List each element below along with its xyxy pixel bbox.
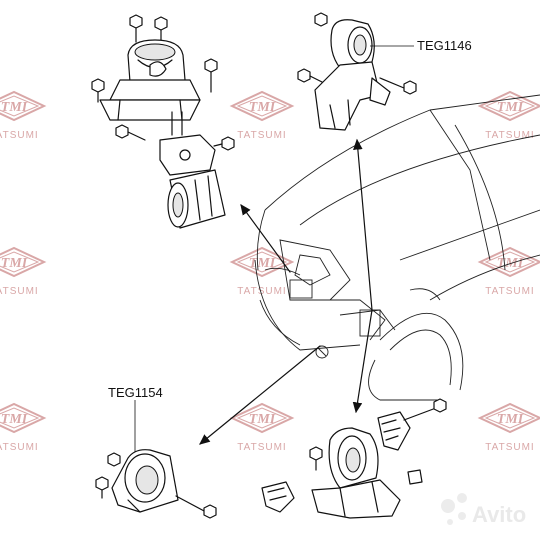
bolt-icon	[154, 16, 168, 43]
tmi-diamond-logo-icon	[477, 402, 540, 434]
bolt-icon	[379, 77, 417, 95]
tatsumi-brand-text: TATSUMI	[237, 442, 286, 453]
tmi-diamond-logo-icon	[0, 246, 47, 278]
tmi-logo-text: TMI	[249, 100, 276, 115]
tatsumi-brand-text: TATSUMI	[237, 286, 286, 297]
part-label-teg1146: TEG1146	[417, 38, 472, 53]
bolt-icon	[175, 495, 217, 519]
bolt-icon	[309, 446, 323, 471]
tmi-logo-text: TMI	[249, 412, 276, 427]
part-label-teg1154: TEG1154	[108, 385, 163, 400]
arrow-to-teg1146	[353, 138, 373, 311]
bolt-icon	[115, 124, 146, 141]
tatsumi-brand-text: TATSUMI	[0, 286, 39, 297]
tmi-watermark-tile: TMI TATSUMI	[0, 246, 47, 297]
tmi-watermark-tile: TMI TATSUMI	[229, 402, 295, 453]
tatsumi-brand-text: TATSUMI	[0, 442, 39, 453]
bolt-icon	[403, 398, 447, 421]
tmi-diamond-logo-icon	[477, 246, 540, 278]
tatsumi-brand-text: TATSUMI	[485, 442, 534, 453]
tmi-diamond-logo-icon	[477, 90, 540, 122]
callout-arrows	[134, 45, 414, 452]
tmi-watermark-tile: TMI TATSUMI	[229, 90, 295, 141]
tmi-logo-text: TMI	[1, 100, 28, 115]
arrow-to-bottom-right-mount	[352, 309, 373, 414]
tmi-diamond-logo-icon	[229, 90, 295, 122]
avito-watermark: Avito	[441, 493, 526, 527]
tmi-watermark-tile: TMI TATSUMI	[0, 402, 47, 453]
bolt-icon	[129, 14, 143, 43]
bolt-icon	[204, 58, 218, 93]
mount-teg1146	[297, 12, 417, 131]
mount-assembly-top-left	[91, 14, 235, 229]
avito-logo-icon	[441, 493, 467, 525]
tatsumi-brand-text: TATSUMI	[237, 130, 286, 141]
bolt-icon	[91, 78, 105, 103]
mount-bottom-right	[261, 398, 447, 519]
tmi-logo-text: TMI	[1, 256, 28, 271]
tmi-diamond-logo-icon	[229, 402, 295, 434]
tmi-diamond-logo-icon	[0, 90, 47, 122]
mount-teg1154	[95, 449, 217, 519]
tmi-logo-text: TMI	[1, 412, 28, 427]
bolt-icon	[297, 68, 323, 83]
arrow-to-teg1154	[199, 345, 321, 445]
tmi-logo-text: TMI	[497, 412, 524, 427]
tatsumi-brand-text: TATSUMI	[485, 286, 534, 297]
tmi-watermark-tile: TMI TATSUMI	[0, 90, 47, 141]
tmi-watermark-tile: TMI TATSUMI	[477, 90, 540, 141]
bolt-icon	[95, 476, 109, 499]
tatsumi-brand-text: TATSUMI	[0, 130, 39, 141]
arrow-to-top-left-mount	[240, 204, 291, 273]
tmi-diamond-logo-icon	[229, 246, 295, 278]
tatsumi-brand-text: TATSUMI	[485, 130, 534, 141]
tmi-logo-text: TMI	[497, 100, 524, 115]
tmi-diamond-logo-icon	[0, 402, 47, 434]
bolt-icon	[221, 136, 235, 151]
bolt-icon	[314, 12, 328, 27]
tmi-watermark-tile: TMI TATSUMI	[477, 402, 540, 453]
bolt-icon	[107, 452, 121, 467]
avito-wordmark: Avito	[472, 502, 526, 527]
watermark-grid: TMI TATSUMI TMI TATSUMI TMI TATSUMI TMI TATSUMI…	[0, 90, 540, 453]
